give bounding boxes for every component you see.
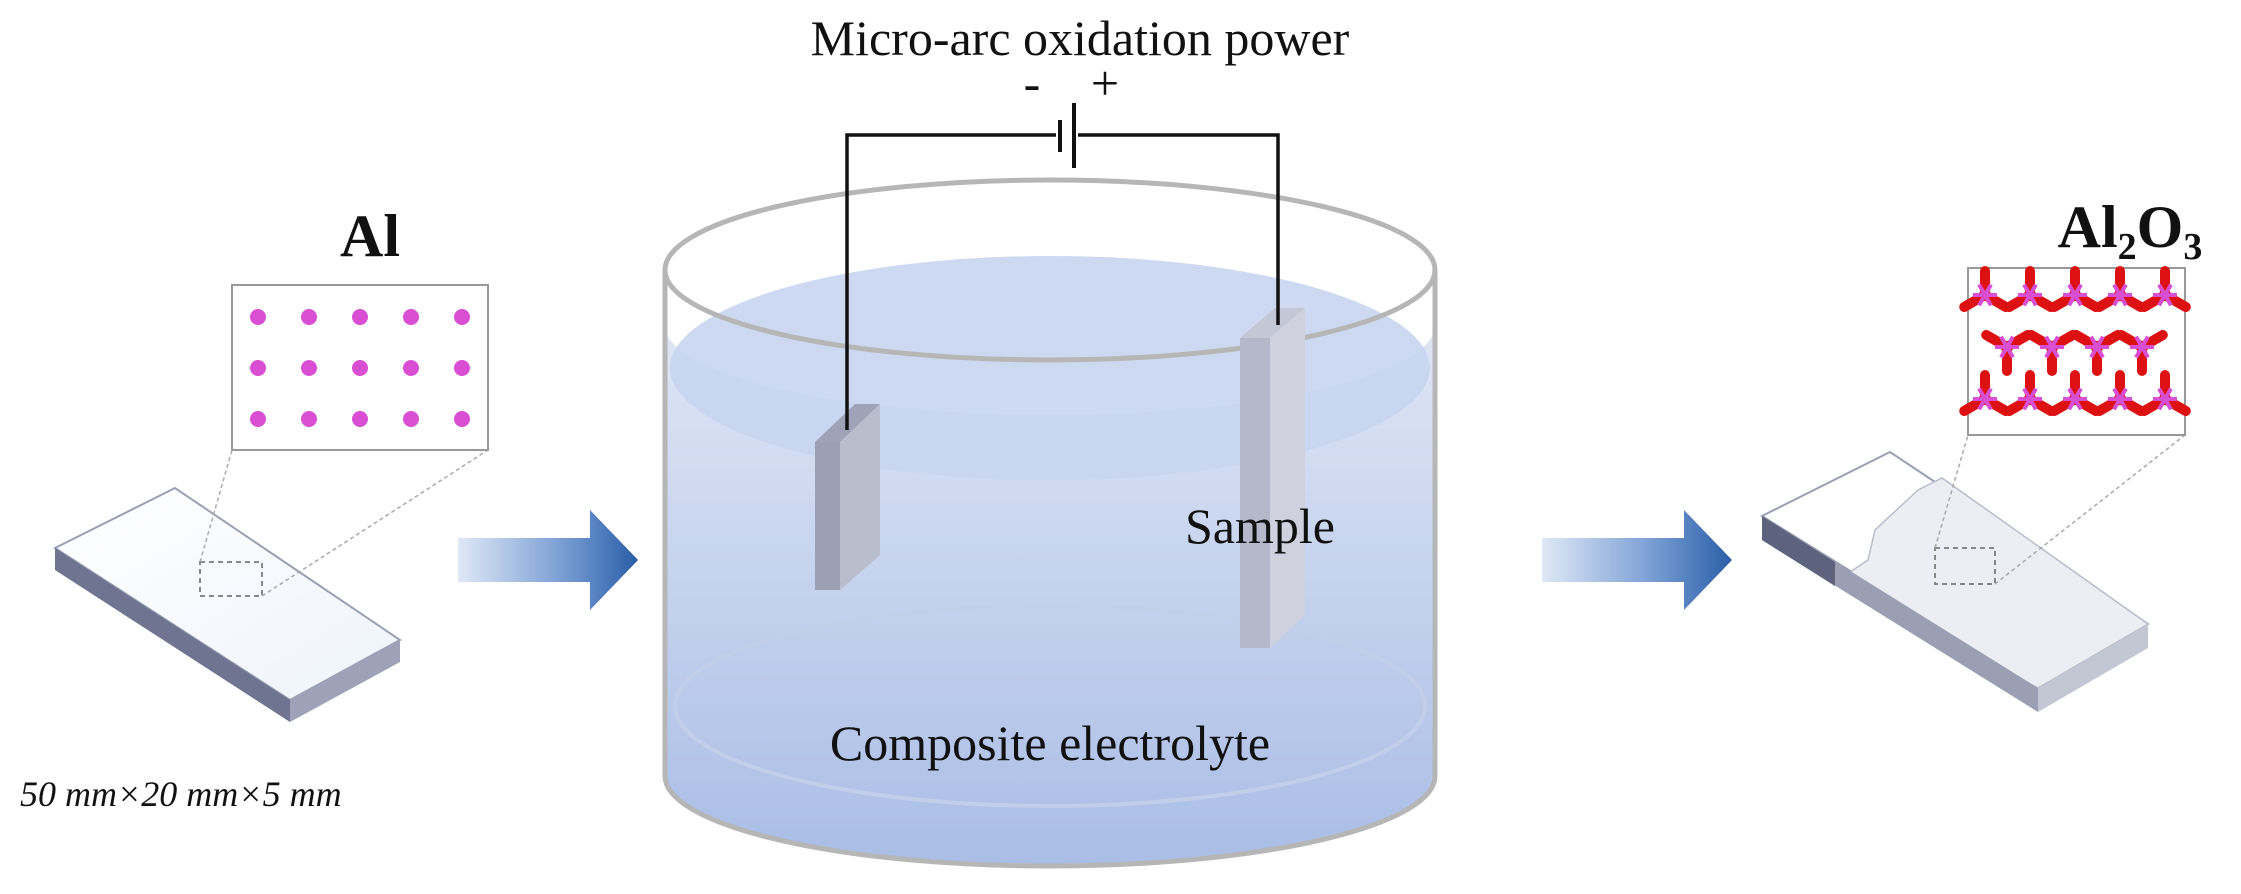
battery-symbol — [1058, 103, 1076, 168]
al-atoms — [250, 309, 470, 427]
al-o-cluster — [1981, 330, 2033, 376]
al-atom — [403, 360, 419, 376]
al-o-cluster — [2116, 330, 2168, 376]
al-plate — [52, 486, 402, 722]
process-arrow — [1542, 510, 1732, 610]
al-atom — [454, 411, 470, 427]
al-o-cluster — [1959, 370, 2011, 416]
plus-sign: + — [1091, 55, 1119, 111]
al2o3-plate — [1759, 450, 2150, 712]
oxide-lattice — [1959, 266, 2191, 416]
al-atom — [250, 309, 266, 325]
al-atom — [301, 411, 317, 427]
al-o-cluster — [2049, 370, 2101, 416]
al-atom — [403, 411, 419, 427]
al-o-cluster — [2049, 266, 2101, 312]
al-atom — [250, 411, 266, 427]
al-label: Al — [340, 203, 400, 269]
al-o-cluster — [2004, 370, 2056, 416]
minus-sign: - — [1024, 55, 1041, 111]
al-o-cluster — [2094, 370, 2146, 416]
process-arrow — [458, 510, 638, 610]
al2o3-zoom-region — [1934, 547, 1996, 585]
electrolyte-label: Composite electrolyte — [830, 715, 1270, 771]
zoom-line — [261, 449, 489, 597]
sample-electrode — [1240, 308, 1305, 648]
al-atom — [301, 309, 317, 325]
al-o-cluster — [2026, 330, 2078, 376]
power-label: Micro-arc oxidation power — [811, 10, 1350, 66]
al-atom — [454, 360, 470, 376]
al-lattice-inset — [231, 284, 489, 451]
al-atom — [352, 309, 368, 325]
al2o3-lattice-inset — [1959, 266, 2191, 436]
zoom-line — [1994, 434, 2186, 585]
sample-label: Sample — [1185, 498, 1335, 554]
al-o-cluster — [2094, 266, 2146, 312]
al-o-cluster — [1959, 266, 2011, 312]
al-atom — [352, 360, 368, 376]
zoom-line — [1934, 434, 1969, 549]
al-atom — [454, 309, 470, 325]
al-o-cluster — [2004, 266, 2056, 312]
dimensions-label: 50 mm×20 mm×5 mm — [20, 774, 342, 814]
al-o-cluster — [2139, 266, 2191, 312]
al2o3-label: Al2O3 — [2058, 194, 2203, 268]
al-o-cluster — [2071, 330, 2123, 376]
zoom-line — [199, 449, 233, 563]
al-atom — [250, 360, 266, 376]
al-zoom-region — [199, 561, 263, 597]
al-atom — [301, 360, 317, 376]
circuit-wires — [845, 133, 1280, 430]
al-atom — [352, 411, 368, 427]
al-o-cluster — [2139, 370, 2191, 416]
al-atom — [403, 309, 419, 325]
